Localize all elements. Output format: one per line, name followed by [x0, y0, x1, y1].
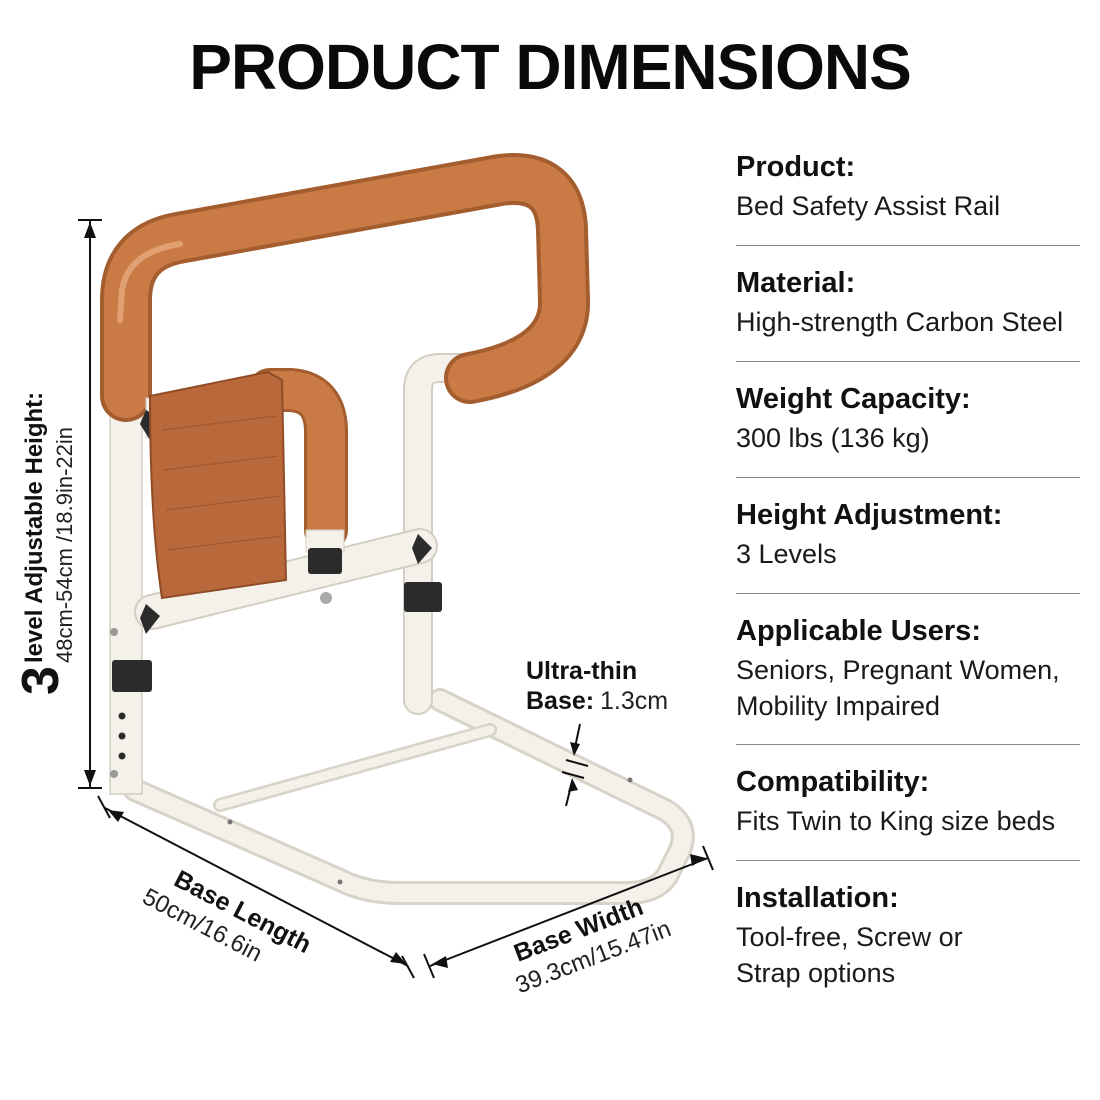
thin-base-value: 1.3cm — [600, 687, 668, 715]
spec-value: Mobility Impaired — [736, 691, 941, 721]
spec-value: 3 Levels — [736, 539, 837, 569]
spec-value: High-strength Carbon Steel — [736, 307, 1064, 337]
right-post — [403, 353, 485, 715]
main-handle — [100, 153, 590, 422]
spec-item-product: Product: Bed Safety Assist Rail — [736, 150, 1080, 246]
spec-label: Compatibility: — [736, 766, 930, 798]
height-label: level Adjustable Height: — [21, 392, 48, 663]
height-number: 3 — [12, 666, 70, 695]
spec-item-installation: Installation: Tool-free, Screw or Strap … — [736, 881, 1080, 988]
spec-value: Seniors, Pregnant Women, — [736, 655, 1060, 685]
spec-label: Weight Capacity: — [736, 383, 971, 415]
thin-base-label-line1: Ultra-thin — [526, 657, 637, 685]
base-length-dimension — [97, 795, 415, 979]
spec-value: Strap options — [736, 958, 896, 988]
spec-label: Height Adjustment: — [736, 499, 1003, 531]
spec-item-weight-capacity: Weight Capacity: 300 lbs (136 kg) — [736, 382, 1080, 478]
spec-label: Applicable Users: — [736, 615, 981, 647]
left-post — [109, 391, 152, 795]
thickness-callout — [561, 723, 589, 807]
storage-pouch — [140, 370, 288, 600]
spec-label: Product: — [736, 151, 856, 183]
spec-value: 300 lbs (136 kg) — [736, 423, 930, 453]
spec-item-material: Material: High-strength Carbon Steel — [736, 266, 1080, 362]
spec-value: Tool-free, Screw or — [736, 922, 963, 952]
height-dimension — [78, 219, 102, 789]
base-width-dimension — [423, 845, 714, 979]
spec-value: Bed Safety Assist Rail — [736, 191, 1001, 221]
inner-handle — [248, 368, 348, 574]
base-frame — [123, 688, 698, 906]
height-label-group: 3 level Adjustable Height: 48cm-54cm /18… — [12, 392, 77, 695]
spec-item-height-adjustment: Height Adjustment: 3 Levels — [736, 498, 1080, 594]
spec-item-compatibility: Compatibility: Fits Twin to King size be… — [736, 765, 1080, 861]
spec-panel: Product: Bed Safety Assist Rail Material… — [736, 150, 1080, 997]
page-title: PRODUCT DIMENSIONS — [189, 31, 912, 103]
spec-item-applicable-users: Applicable Users: Seniors, Pregnant Wome… — [736, 614, 1080, 745]
spec-label: Material: — [736, 267, 856, 299]
thin-base-label-line2: Base: — [526, 687, 594, 715]
height-value: 48cm-54cm /18.9in-22in — [52, 427, 77, 663]
spec-label: Installation: — [736, 882, 899, 914]
spec-value: Fits Twin to King size beds — [736, 806, 1056, 836]
